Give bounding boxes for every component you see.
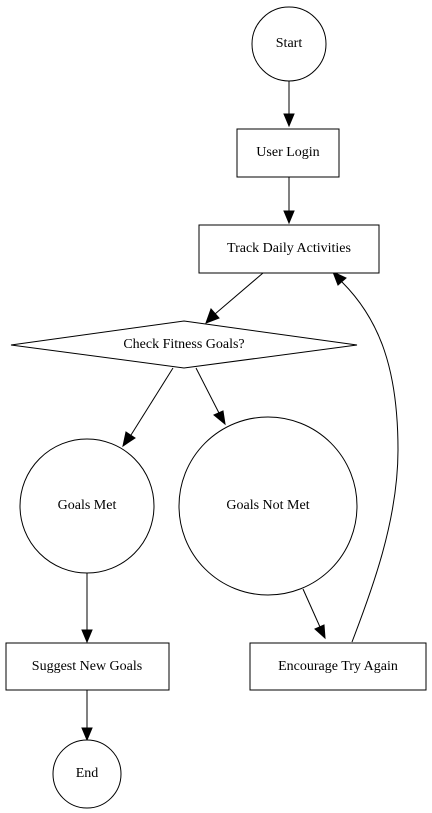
user-login-node: User Login <box>236 128 340 178</box>
edge-check-to-met <box>122 367 174 448</box>
check-goals-decision: Check Fitness Goals? <box>10 320 358 369</box>
edge-track-to-check <box>205 272 264 324</box>
track-activities-node: Track Daily Activities <box>198 224 380 274</box>
start-node: Start <box>251 6 327 82</box>
edge-check-to-notmet <box>195 367 226 426</box>
check-goals-label: Check Fitness Goals? <box>123 337 244 352</box>
nodes: Start User Login Track Daily Activities … <box>5 6 427 809</box>
goals-not-met-node: Goals Not Met <box>178 416 358 596</box>
encourage-node: Encourage Try Again <box>249 642 427 691</box>
user-login-label: User Login <box>256 145 319 160</box>
suggest-goals-node: Suggest New Goals <box>5 642 170 691</box>
suggest-goals-label: Suggest New Goals <box>32 659 142 674</box>
goals-met-node: Goals Met <box>19 438 155 574</box>
edge-start-to-login <box>283 81 295 128</box>
edge-login-to-track <box>283 177 295 225</box>
edges <box>81 81 399 742</box>
end-node: End <box>52 739 122 809</box>
goals-met-label: Goals Met <box>58 498 117 513</box>
edge-notmet-to-encourage <box>302 588 326 640</box>
goals-not-met-label: Goals Not Met <box>226 498 309 513</box>
end-label: End <box>76 766 99 781</box>
edge-suggest-to-end <box>81 690 93 742</box>
start-label: Start <box>276 36 303 51</box>
encourage-label: Encourage Try Again <box>278 659 398 674</box>
track-activities-label: Track Daily Activities <box>227 241 351 256</box>
edge-met-to-suggest <box>81 573 93 644</box>
edge-encourage-to-track <box>332 271 399 643</box>
